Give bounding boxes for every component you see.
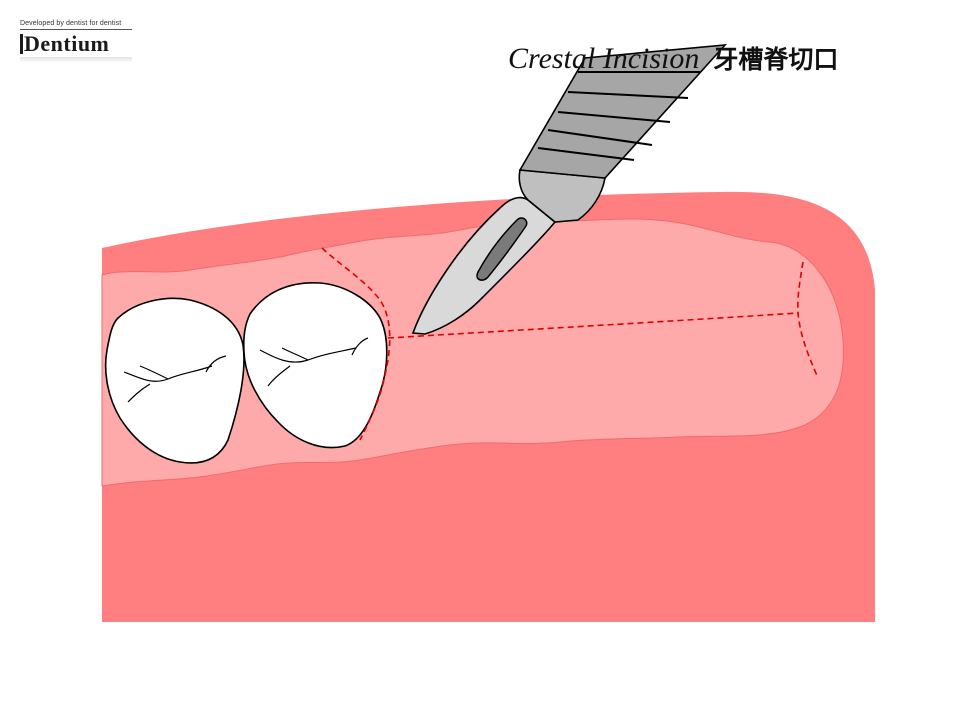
dentium-logo: Developed by dentist for dentist Dentium bbox=[20, 20, 140, 63]
slide-title: Crestal Incision 牙槽脊切口 bbox=[508, 40, 838, 76]
title-english: Crestal Incision bbox=[508, 42, 700, 75]
vertical-release-incision-mesial bbox=[321, 247, 391, 441]
logo-reflection bbox=[20, 57, 132, 63]
logo-wordmark: Dentium bbox=[24, 31, 110, 56]
scalpel-icon bbox=[411, 44, 727, 335]
title-chinese: 牙槽脊切口 bbox=[713, 45, 839, 74]
scalpel-blade-slot bbox=[476, 217, 528, 281]
tooth-molar-1 bbox=[104, 297, 245, 464]
crestal-incision-line bbox=[387, 312, 799, 339]
scalpel-handle bbox=[518, 44, 727, 179]
logo-tagline: Developed by dentist for dentist bbox=[20, 20, 122, 27]
tooth-1-fissure bbox=[123, 355, 227, 403]
scalpel-neck bbox=[518, 169, 606, 223]
tooth-2-fissure bbox=[259, 337, 369, 387]
logo-bar-mark bbox=[20, 34, 23, 54]
scalpel-grip-ridges bbox=[537, 71, 700, 161]
logo-divider bbox=[20, 29, 132, 30]
logo-wordmark-row: Dentium bbox=[20, 31, 140, 57]
vertical-release-incision-distal bbox=[797, 261, 819, 379]
tooth-molar-2 bbox=[242, 281, 388, 449]
